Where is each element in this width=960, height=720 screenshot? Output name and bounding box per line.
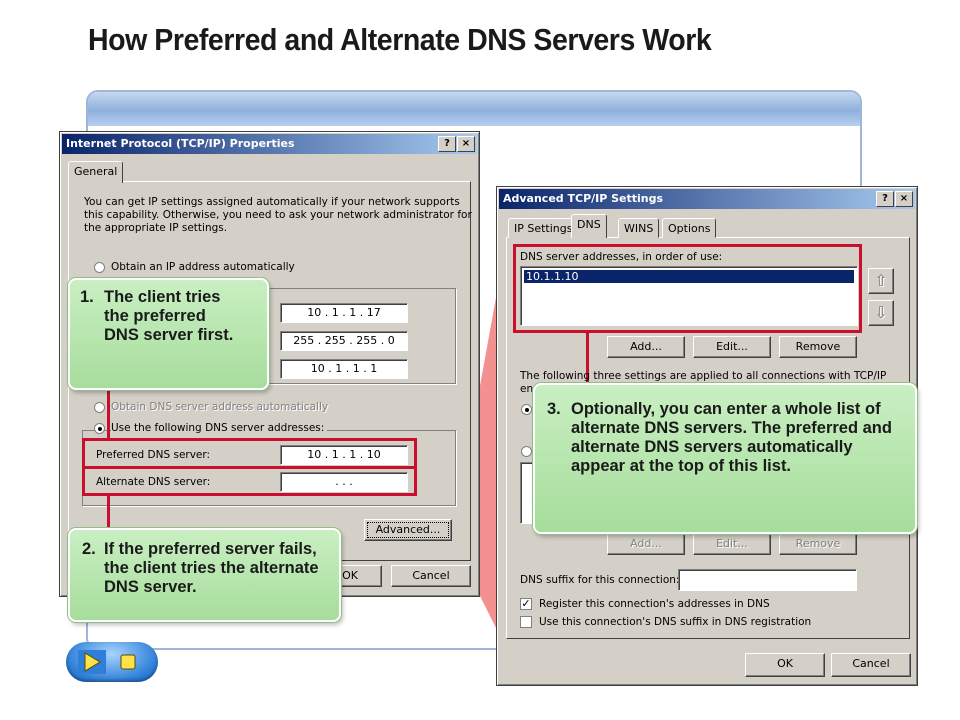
up-arrow-icon: ⇧ — [874, 271, 888, 290]
use-dns-radio[interactable] — [94, 423, 105, 434]
tab-ip-settings[interactable]: IP Settings — [508, 218, 579, 238]
callout-1-text: The client tries the preferred DNS serve… — [104, 288, 234, 344]
help-button[interactable]: ? — [876, 191, 894, 207]
subnet-mask-field[interactable]: 255 . 255 . 255 . 0 — [280, 331, 408, 351]
callout-1-connector — [107, 390, 110, 440]
down-arrow-icon: ⇩ — [874, 303, 888, 322]
tab-general[interactable]: General — [68, 161, 124, 183]
obtain-ip-label: Obtain an IP address automatically — [111, 261, 295, 273]
remove-button[interactable]: Remove — [779, 336, 857, 358]
use-dns-label: Use the following DNS server addresses: — [111, 422, 328, 435]
add-button[interactable]: Add... — [607, 336, 685, 358]
move-down-button[interactable]: ⇩ — [868, 300, 894, 326]
close-button[interactable]: × — [457, 136, 475, 152]
obtain-dns-radio[interactable] — [94, 402, 105, 413]
callout-2-number: 2. — [82, 540, 96, 558]
close-button[interactable]: × — [895, 191, 913, 207]
callout-3-number: 3. — [547, 400, 561, 418]
cancel-button[interactable]: Cancel — [391, 565, 471, 587]
intro-line-2: this capability. Otherwise, you need to … — [84, 209, 472, 221]
use-suffix-checkbox[interactable] — [520, 616, 532, 628]
dns-server-list[interactable]: 10.1.1.10 — [520, 266, 858, 326]
callout-2: 2. If the preferred server fails, the cl… — [68, 528, 341, 622]
play-icon[interactable] — [78, 650, 106, 674]
stop-icon[interactable] — [114, 650, 142, 674]
help-button[interactable]: ? — [438, 136, 456, 152]
add-suffix-button[interactable]: Add... — [607, 533, 685, 555]
default-gateway-field[interactable]: 10 . 1 . 1 . 1 — [280, 359, 408, 379]
tcpip-titlebar: Internet Protocol (TCP/IP) Properties — [62, 134, 477, 154]
tab-wins[interactable]: WINS — [618, 218, 660, 238]
edit-button[interactable]: Edit... — [693, 336, 771, 358]
callout-3: 3. Optionally, you can enter a whole lis… — [533, 383, 917, 534]
append-suffixes-radio[interactable] — [521, 446, 532, 457]
tab-options[interactable]: Options — [662, 218, 717, 238]
dns-suffix-input[interactable] — [678, 569, 857, 591]
advanced-ok-button[interactable]: OK — [745, 653, 825, 677]
dns-list-label: DNS server addresses, in order of use: — [520, 251, 723, 263]
callout-3-connector — [586, 330, 589, 386]
following-settings-text: The following three settings are applied… — [520, 370, 887, 382]
advanced-titlebar: Advanced TCP/IP Settings — [499, 189, 915, 209]
dialog-title: Internet Protocol (TCP/IP) Properties — [66, 137, 295, 150]
intro-line-1: You can get IP settings assigned automat… — [84, 196, 460, 208]
callout-1: 1. The client tries the preferred DNS se… — [68, 278, 269, 390]
callout-2-connector — [107, 494, 110, 528]
remove-suffix-button[interactable]: Remove — [779, 533, 857, 555]
preferred-dns-field[interactable]: 10 . 1 . 1 . 10 — [280, 445, 408, 465]
append-primary-radio[interactable] — [521, 404, 532, 415]
register-addresses-label: Register this connection's addresses in … — [539, 598, 770, 610]
edit-suffix-button[interactable]: Edit... — [693, 533, 771, 555]
dns-suffix-label: DNS suffix for this connection: — [520, 574, 680, 586]
tab-dns[interactable]: DNS — [571, 214, 607, 238]
callout-3-text: Optionally, you can enter a whole list o… — [571, 400, 892, 475]
register-addresses-checkbox[interactable]: ✓ — [520, 598, 532, 610]
advanced-cancel-button[interactable]: Cancel — [831, 653, 911, 677]
alternate-dns-label: Alternate DNS server: — [96, 476, 211, 488]
move-up-button[interactable]: ⇧ — [868, 268, 894, 294]
obtain-dns-label: Obtain DNS server address automatically — [111, 401, 329, 413]
intro-line-3: the appropriate IP settings. — [84, 222, 228, 234]
obtain-ip-radio[interactable] — [94, 262, 105, 273]
callout-2-text: If the preferred server fails, the clien… — [104, 540, 319, 596]
preferred-dns-label: Preferred DNS server: — [96, 449, 211, 461]
dns-divider-line — [82, 466, 417, 469]
dns-list-highlight — [513, 244, 862, 333]
use-suffix-label: Use this connection's DNS suffix in DNS … — [539, 616, 812, 628]
alternate-dns-field[interactable]: . . . — [280, 472, 408, 492]
advanced-button[interactable]: Advanced... — [364, 519, 452, 541]
slide-title: How Preferred and Alternate DNS Servers … — [88, 22, 712, 57]
following-settings-text-2: en — [520, 383, 534, 395]
ip-address-field[interactable]: 10 . 1 . 1 . 17 — [280, 303, 408, 323]
dns-list-item[interactable]: 10.1.1.10 — [524, 270, 854, 283]
dialog-title: Advanced TCP/IP Settings — [503, 192, 664, 205]
callout-1-number: 1. — [80, 288, 94, 306]
